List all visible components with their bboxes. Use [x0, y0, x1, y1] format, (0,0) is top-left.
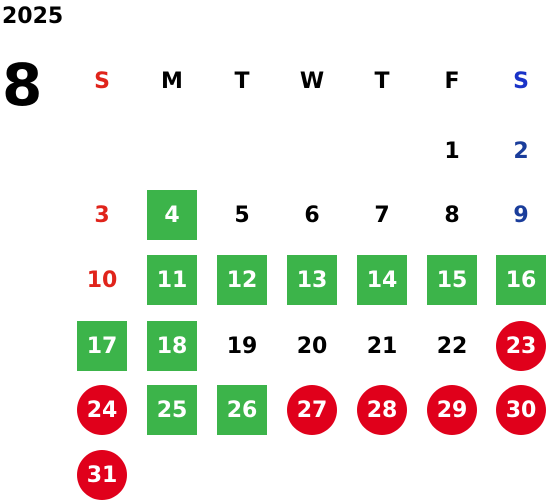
weekday-header: S [94, 69, 110, 94]
calendar-day-cell: 2 [513, 138, 529, 164]
calendar-day-cell: 13 [287, 255, 337, 305]
calendar-day-cell: 16 [496, 255, 546, 305]
calendar-day-cell: 22 [436, 333, 468, 359]
calendar-day-cell: 1 [444, 138, 460, 164]
calendar-day-cell: 30 [496, 385, 546, 435]
calendar-day-cell: 9 [513, 202, 529, 228]
calendar-day-cell: 17 [77, 321, 127, 371]
weekday-header: M [161, 69, 183, 94]
calendar-day-cell: 23 [496, 321, 546, 371]
calendar-day-cell: 21 [366, 333, 398, 359]
weekday-header: W [299, 69, 325, 94]
calendar-day-cell: 26 [217, 385, 267, 435]
calendar-day-cell: 19 [226, 333, 258, 359]
calendar-day-cell: 7 [374, 202, 390, 228]
calendar-day-cell: 12 [217, 255, 267, 305]
calendar-day-cell: 25 [147, 385, 197, 435]
calendar-day-cell: 29 [427, 385, 477, 435]
calendar-day-cell: 11 [147, 255, 197, 305]
calendar-day-cell: 28 [357, 385, 407, 435]
calendar-day-cell: 6 [304, 202, 320, 228]
calendar-day-cell: 14 [357, 255, 407, 305]
calendar-day-cell: 4 [147, 190, 197, 240]
weekday-header: S [513, 69, 529, 94]
year-label: 2025 [2, 4, 64, 29]
calendar-day-cell: 15 [427, 255, 477, 305]
weekday-header: T [234, 69, 250, 94]
calendar-day-cell: 24 [77, 385, 127, 435]
calendar-day-cell: 5 [234, 202, 250, 228]
weekday-header: F [444, 69, 460, 94]
calendar-day-cell: 3 [94, 202, 110, 228]
calendar-day-cell: 20 [296, 333, 328, 359]
calendar-day-cell: 10 [86, 267, 118, 293]
calendar-day-cell: 31 [77, 450, 127, 500]
month-number: 8 [2, 51, 43, 119]
calendar-day-cell: 8 [444, 202, 460, 228]
calendar-day-cell: 27 [287, 385, 337, 435]
calendar-day-cell: 18 [147, 321, 197, 371]
weekday-header: T [374, 69, 390, 94]
